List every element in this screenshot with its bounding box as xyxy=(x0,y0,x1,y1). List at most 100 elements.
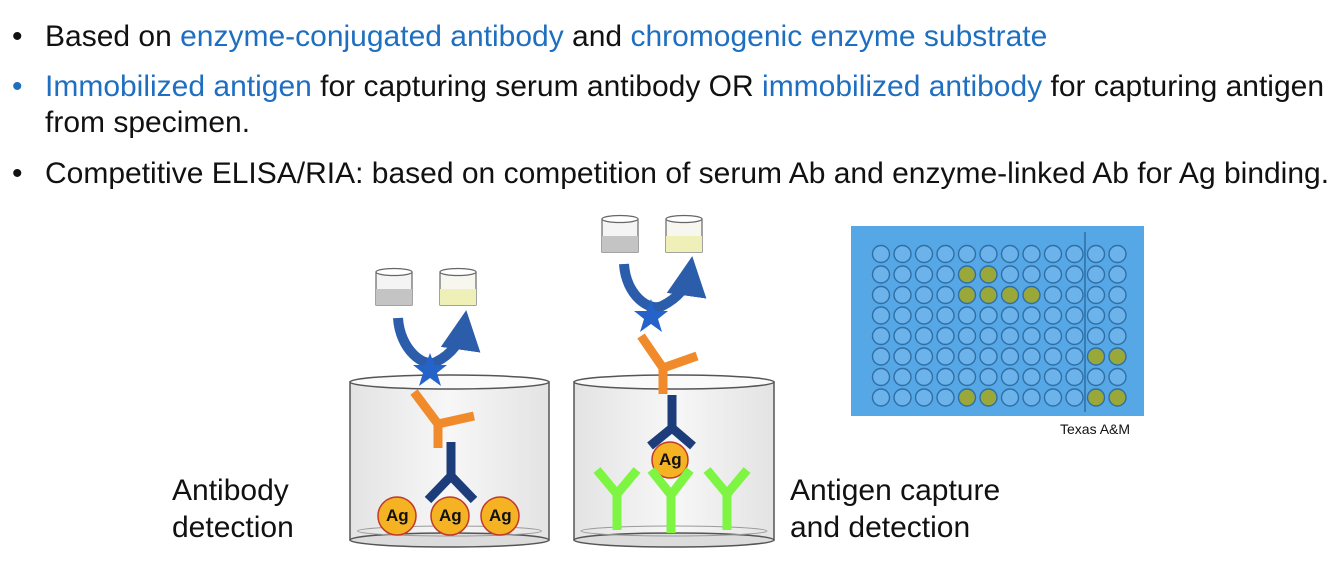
plate-well xyxy=(871,367,891,387)
plate-well xyxy=(1022,265,1041,284)
plate-well xyxy=(1086,285,1106,305)
plate-well xyxy=(979,244,998,264)
plate-well xyxy=(957,285,977,305)
plate-well xyxy=(1000,265,1020,284)
capture-antibodies xyxy=(593,467,751,533)
plate-well xyxy=(1108,306,1127,325)
plate-well xyxy=(957,388,977,407)
plate-well xyxy=(957,326,977,346)
serum-antibody xyxy=(424,442,478,504)
plate-well xyxy=(1065,244,1084,264)
plate-well xyxy=(1108,347,1127,366)
plate-well xyxy=(1065,285,1084,305)
plate-well xyxy=(936,306,955,325)
bullet-dot: • xyxy=(12,70,23,103)
plate-well xyxy=(1065,265,1084,284)
enzyme-linked-antibody xyxy=(410,389,475,448)
plate-well xyxy=(957,347,977,366)
plate-well xyxy=(979,265,998,284)
plate-well xyxy=(914,244,934,264)
plate-well xyxy=(979,306,998,325)
plate-well xyxy=(1022,244,1041,264)
plate-well xyxy=(936,347,955,366)
caption-antigen-capture: Antigen capture and detection xyxy=(790,474,1001,544)
substrate-cup-uncolored xyxy=(375,267,413,306)
plate-well xyxy=(893,367,912,387)
plate-well xyxy=(1086,326,1106,346)
plate-well xyxy=(1000,244,1020,264)
plate-well xyxy=(1000,388,1020,407)
plate-well xyxy=(1043,244,1063,264)
plate-well xyxy=(1108,265,1127,284)
plate-well xyxy=(936,244,955,264)
antigen-label: Ag xyxy=(659,450,682,469)
plate-well xyxy=(1000,306,1020,325)
plate-well xyxy=(893,265,912,284)
plate-well xyxy=(1043,388,1063,407)
plate-well xyxy=(893,285,912,305)
detection-antibody xyxy=(647,395,696,450)
plate-well xyxy=(1065,388,1084,407)
plate-well xyxy=(979,388,998,407)
plate-well xyxy=(1108,285,1127,305)
plate-well xyxy=(871,388,891,407)
caption-antibody-detection: Antibody detection xyxy=(172,474,294,544)
plate-well xyxy=(1043,347,1063,366)
plate-well xyxy=(1086,265,1106,284)
plate-well xyxy=(957,306,977,325)
plate-well xyxy=(1043,265,1063,284)
plate-well xyxy=(1065,306,1084,325)
bullet-text: Immobilized antigen for capturing serum … xyxy=(45,70,1325,139)
plate-well xyxy=(1022,285,1041,305)
plate-well xyxy=(936,367,955,387)
elisa-plate-photo xyxy=(851,226,1144,416)
plate-well xyxy=(1022,388,1041,407)
plate-well xyxy=(893,388,912,407)
conversion-arrow-icon xyxy=(393,310,481,369)
plate-well xyxy=(1022,306,1041,325)
enzyme-star-icon xyxy=(634,299,668,332)
plate-well xyxy=(1065,347,1084,366)
plate-well xyxy=(893,347,912,366)
plate-well xyxy=(914,347,934,366)
plate-well xyxy=(893,326,912,346)
plate-well xyxy=(871,265,891,284)
plate-well xyxy=(1108,244,1127,264)
antigen-label: Ag xyxy=(439,506,462,525)
plate-well xyxy=(979,326,998,346)
plate-well xyxy=(914,388,934,407)
plate-well xyxy=(1086,347,1106,366)
plate-well xyxy=(914,306,934,325)
plate-well xyxy=(1065,326,1084,346)
bullet-text: Competitive ELISA/RIA: based on competit… xyxy=(45,157,1330,190)
plate-well xyxy=(1043,285,1063,305)
enzyme-star-icon xyxy=(413,353,447,386)
enzyme-linked-antibody xyxy=(637,333,699,394)
plate-well xyxy=(979,367,998,387)
bullet-dot: • xyxy=(12,157,23,190)
plate-well xyxy=(871,244,891,264)
plate-well xyxy=(914,285,934,305)
plate-well xyxy=(1108,367,1127,387)
plate-well xyxy=(936,388,955,407)
substrate-cup-uncolored xyxy=(601,214,639,253)
plate-well xyxy=(957,244,977,264)
plate-well xyxy=(1086,388,1106,407)
plate-well xyxy=(936,285,955,305)
plate-well xyxy=(1000,326,1020,346)
image-credit: Texas A&M xyxy=(1060,421,1131,437)
plate-well xyxy=(1022,326,1041,346)
substrate-cup-colored xyxy=(439,267,477,306)
conversion-arrow-icon xyxy=(619,256,707,313)
bullet-dot: • xyxy=(12,20,23,53)
plate-well xyxy=(914,367,934,387)
plate-well xyxy=(1086,244,1106,264)
antigen-label: Ag xyxy=(386,506,409,525)
plate-well xyxy=(936,265,955,284)
plate-well xyxy=(1000,285,1020,305)
plate-well xyxy=(1086,367,1106,387)
plate-well xyxy=(936,326,955,346)
plate-well xyxy=(1108,388,1127,407)
plate-well xyxy=(957,265,977,284)
